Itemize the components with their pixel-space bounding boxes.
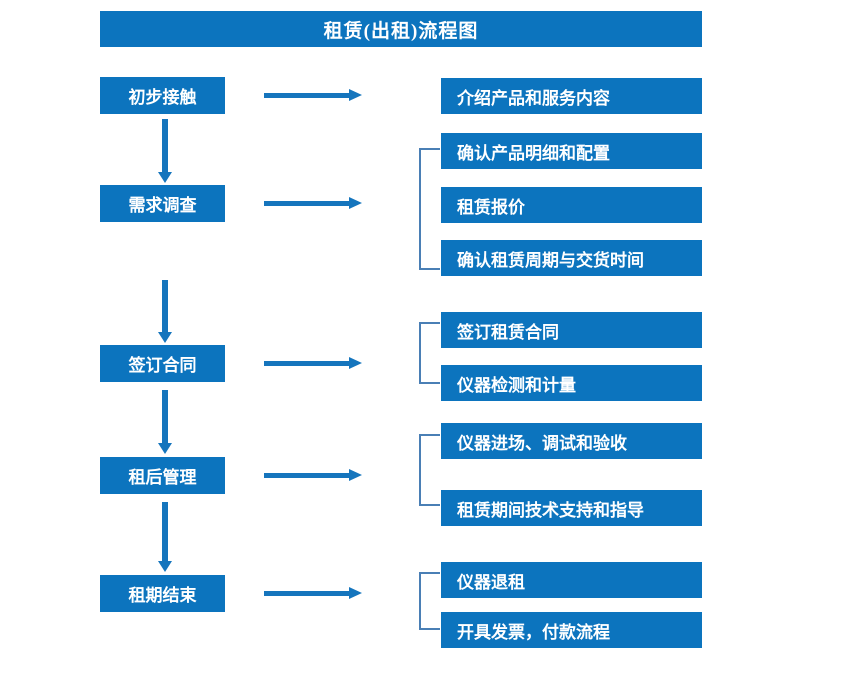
detail-label: 介绍产品和服务内容 [457,88,610,108]
stage-box-初步接触[interactable]: 初步接触 [100,77,225,114]
stage-label: 初步接触 [128,88,197,107]
detail-box-租赁期间技术支持和指导[interactable]: 租赁期间技术支持和指导 [441,490,702,526]
horizontal-arrow-right-icon-2 [264,195,362,211]
detail-box-确认租赁周期与交货时间[interactable]: 确认租赁周期与交货时间 [441,240,702,276]
vertical-arrow-down-icon-1 [157,119,173,183]
detail-label: 确认租赁周期与交货时间 [457,250,644,270]
group-bracket-签订合同 [419,322,440,384]
stage-box-签订合同[interactable]: 签订合同 [100,345,225,382]
detail-box-签订租赁合同[interactable]: 签订租赁合同 [441,312,702,348]
stage-box-租期结束[interactable]: 租期结束 [100,575,225,612]
stage-box-需求调查[interactable]: 需求调查 [100,185,225,222]
detail-label: 签订租赁合同 [457,322,559,342]
stage-box-租后管理[interactable]: 租后管理 [100,457,225,494]
stage-label: 需求调查 [128,196,197,215]
horizontal-arrow-right-icon-3 [264,355,362,371]
detail-box-仪器进场调试和验收[interactable]: 仪器进场、调试和验收 [441,423,702,459]
horizontal-arrow-right-icon-5 [264,585,362,601]
detail-label: 租赁报价 [457,197,525,217]
stage-label: 租后管理 [128,468,197,487]
group-bracket-需求调查 [419,148,440,270]
detail-label: 仪器退租 [457,572,525,592]
detail-label: 租赁期间技术支持和指导 [457,500,644,520]
stage-label: 签订合同 [128,356,197,375]
group-bracket-租期结束 [419,572,440,630]
vertical-arrow-down-icon-4 [157,502,173,572]
page-title: 租赁(出租)流程图 [100,11,702,47]
detail-box-仪器退租[interactable]: 仪器退租 [441,562,702,598]
detail-box-仪器检测和计量[interactable]: 仪器检测和计量 [441,365,702,401]
detail-box-确认产品明细和配置[interactable]: 确认产品明细和配置 [441,133,702,169]
detail-label: 仪器进场、调试和验收 [457,433,627,453]
group-bracket-租后管理 [419,434,440,506]
detail-box-租赁报价[interactable]: 租赁报价 [441,187,702,223]
detail-label: 开具发票，付款流程 [457,622,610,642]
detail-label: 确认产品明细和配置 [457,143,610,163]
horizontal-arrow-right-icon-4 [264,467,362,483]
vertical-arrow-down-icon-3 [157,390,173,454]
vertical-arrow-down-icon-2 [157,280,173,343]
detail-label: 仪器检测和计量 [457,375,576,395]
horizontal-arrow-right-icon-1 [264,87,362,103]
detail-box-开具发票付款流程[interactable]: 开具发票，付款流程 [441,612,702,648]
stage-label: 租期结束 [128,586,197,605]
detail-box-介绍产品和服务内容[interactable]: 介绍产品和服务内容 [441,78,702,114]
